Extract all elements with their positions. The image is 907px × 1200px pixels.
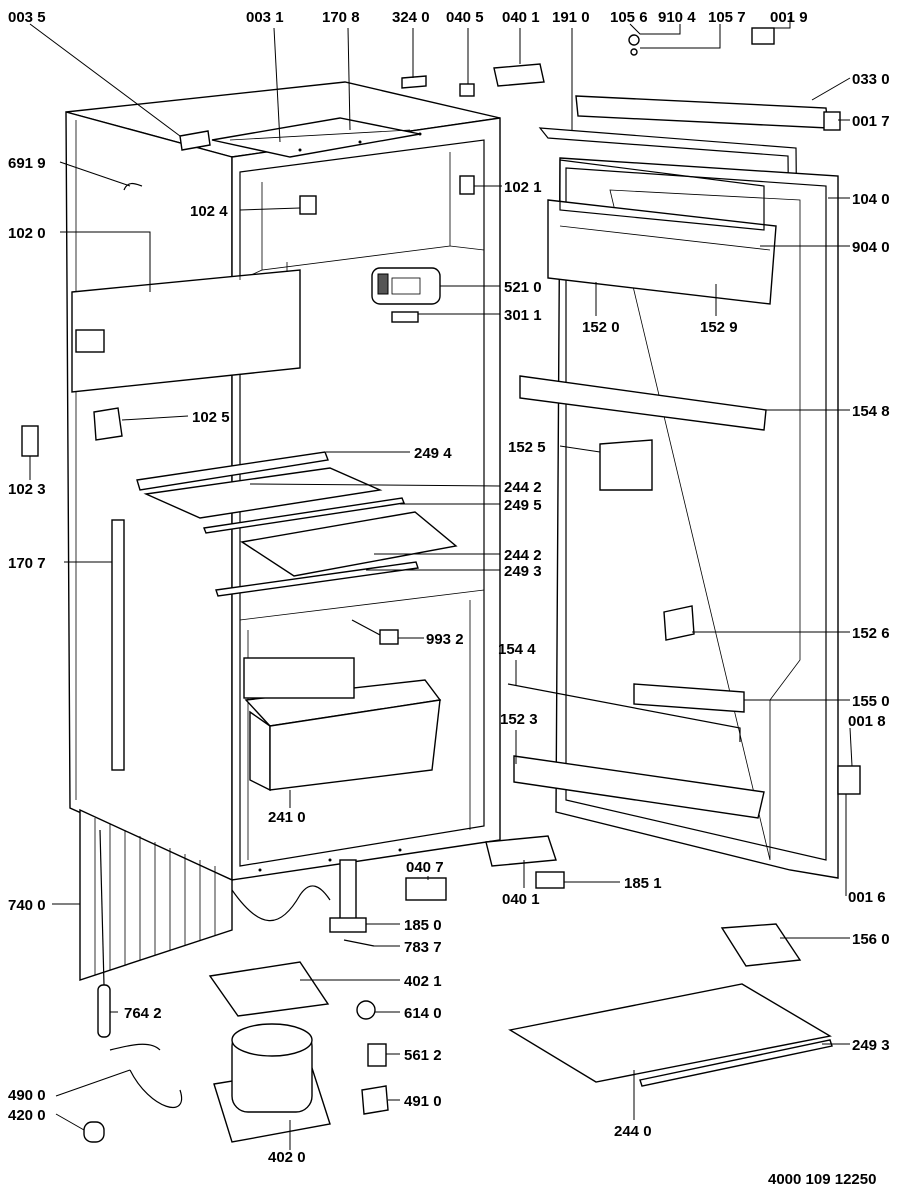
label-0330: 033 0 <box>852 71 890 88</box>
label-9104: 910 4 <box>658 9 696 26</box>
drip-strip <box>111 519 125 771</box>
label-2442-a: 244 2 <box>504 479 542 496</box>
label-0401-bottom: 040 1 <box>502 891 540 908</box>
label-1544: 154 4 <box>498 641 536 658</box>
glass-shelf-2440 <box>508 983 833 1087</box>
crisper-drawer <box>243 657 442 792</box>
label-2410: 241 0 <box>268 809 306 826</box>
label-0019: 001 9 <box>770 9 808 26</box>
compressor-4020 <box>208 961 331 1143</box>
label-2495: 249 5 <box>504 497 542 514</box>
label-0018: 001 8 <box>848 713 886 730</box>
clip-1021 <box>459 175 475 195</box>
document-id: 4000 109 12250 <box>768 1171 876 1188</box>
freezer-door <box>71 200 301 393</box>
label-1523: 152 3 <box>500 711 538 728</box>
label-1021: 102 1 <box>504 179 542 196</box>
capillary-7642 <box>97 829 161 1051</box>
sensor-9932 <box>351 619 399 645</box>
label-0035: 003 5 <box>8 9 46 26</box>
label-1548: 154 8 <box>852 403 890 420</box>
label-3240: 324 0 <box>392 9 430 26</box>
label-2493-a: 249 3 <box>504 563 542 580</box>
label-1560: 156 0 <box>852 931 890 948</box>
label-9932: 993 2 <box>426 631 464 648</box>
condenser-unit <box>79 808 357 981</box>
label-2493-b: 249 3 <box>852 1037 890 1054</box>
label-1850: 185 0 <box>404 917 442 934</box>
label-1025: 102 5 <box>192 409 230 426</box>
bottom-hinge <box>485 835 565 889</box>
clip-1024 <box>299 195 317 215</box>
top-hinge-plate <box>401 27 841 131</box>
label-1040: 104 0 <box>852 191 890 208</box>
label-1529: 152 9 <box>700 319 738 336</box>
door-assembly <box>507 127 861 879</box>
label-2494: 249 4 <box>414 445 452 462</box>
label-7642: 764 2 <box>124 1005 162 1022</box>
label-2442-b: 244 2 <box>504 547 542 564</box>
label-4020: 402 0 <box>268 1149 306 1166</box>
label-1708: 170 8 <box>322 9 360 26</box>
label-1851: 185 1 <box>624 875 662 892</box>
label-4900: 490 0 <box>8 1087 46 1104</box>
wire-6919 <box>123 182 143 191</box>
label-1057: 105 7 <box>708 9 746 26</box>
label-4200: 420 0 <box>8 1107 46 1124</box>
label-9040: 904 0 <box>852 239 890 256</box>
label-1910: 191 0 <box>552 9 590 26</box>
capacitor <box>83 1121 105 1143</box>
part-4910 <box>361 1085 389 1115</box>
label-1526: 152 6 <box>852 625 890 642</box>
part-7837 <box>343 939 375 947</box>
label-6919: 691 9 <box>8 155 46 172</box>
label-2440: 244 0 <box>614 1123 652 1140</box>
label-1520: 152 0 <box>582 319 620 336</box>
power-cord <box>129 1069 183 1108</box>
shelf-assembly <box>136 451 458 597</box>
part-labels: 003 5 003 1 170 8 324 0 040 5 040 1 191 … <box>8 9 890 1166</box>
label-5612: 561 2 <box>404 1047 442 1064</box>
label-1707: 170 7 <box>8 555 46 572</box>
part-0407 <box>405 877 447 901</box>
label-7400: 740 0 <box>8 897 46 914</box>
bracket-1025 <box>93 407 123 441</box>
label-0031: 003 1 <box>246 9 284 26</box>
label-6140: 614 0 <box>404 1005 442 1022</box>
leader-lines <box>29 16 853 1150</box>
label-1024: 102 4 <box>190 203 228 220</box>
label-7837: 783 7 <box>404 939 442 956</box>
label-5210: 521 0 <box>504 279 542 296</box>
part-6140 <box>356 1000 376 1020</box>
label-3011: 301 1 <box>504 307 542 324</box>
part-1850 <box>329 917 367 933</box>
label-1056: 105 6 <box>610 9 648 26</box>
label-1023: 102 3 <box>8 481 46 498</box>
label-0017: 001 7 <box>852 113 890 130</box>
label-0016: 001 6 <box>848 889 886 906</box>
label-0405: 040 5 <box>446 9 484 26</box>
ice-tray <box>720 923 802 967</box>
label-1525: 152 5 <box>508 439 546 456</box>
label-1020: 102 0 <box>8 225 46 242</box>
label-4910: 491 0 <box>404 1093 442 1110</box>
label-0407: 040 7 <box>406 859 444 876</box>
label-1550: 155 0 <box>852 693 890 710</box>
part-5612 <box>367 1043 387 1067</box>
label-4021: 402 1 <box>404 973 442 990</box>
label-0401-top: 040 1 <box>502 9 540 26</box>
hinge-1023 <box>21 425 39 457</box>
